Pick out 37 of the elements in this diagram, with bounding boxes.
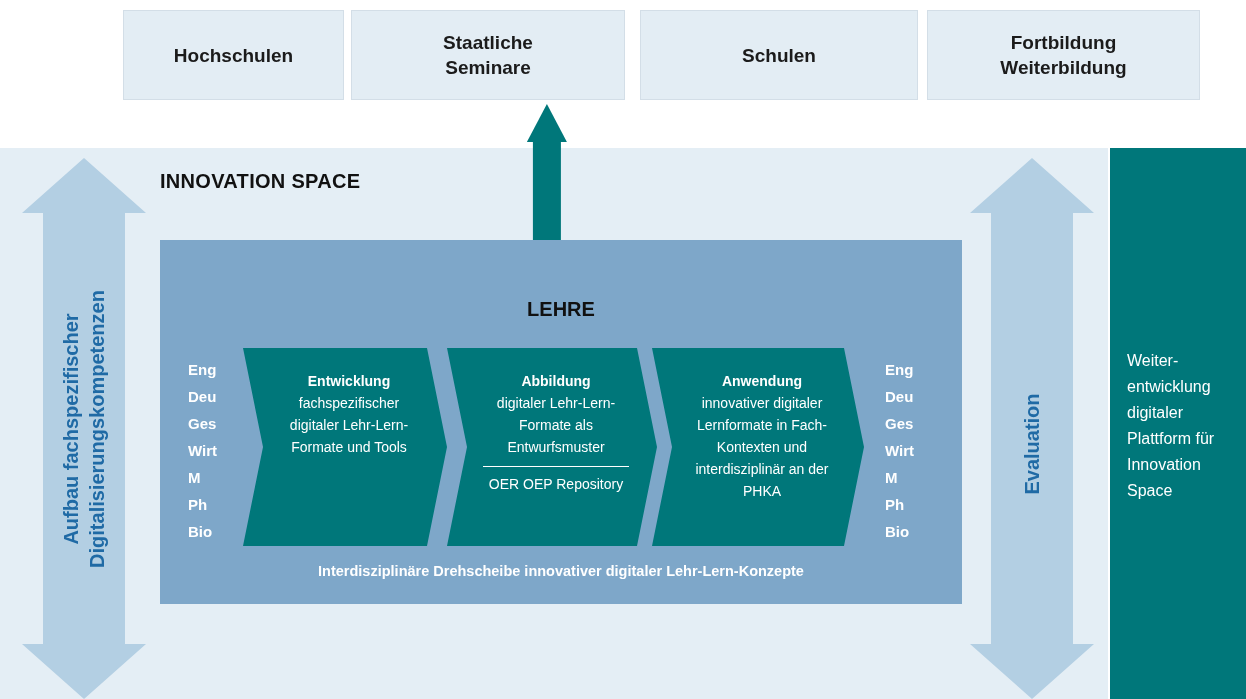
subject-label: Deu (885, 387, 915, 407)
category-box: Hochschulen (123, 10, 344, 100)
category-box: Schulen (640, 10, 918, 100)
subject-label: Ges (188, 414, 218, 434)
step-text: digitaler Lehr-Lern-Formate als Entwurfsmuster (495, 394, 617, 457)
chevron-shape (447, 348, 657, 546)
platform-panel (1110, 148, 1246, 699)
step-title: Abbildung (520, 372, 592, 391)
subject-label: Ph (188, 495, 209, 515)
step-text: OER OEP Repository (487, 475, 625, 494)
subject-label: Ph (885, 495, 906, 515)
subject-label: Ges (885, 414, 915, 434)
subject-label: M (188, 468, 202, 488)
chevron-shape (652, 348, 864, 546)
subject-label: Bio (885, 522, 911, 542)
step-text: innovativer digitaler Lernformate in Fach-Kontexten und interdisziplinär an der PHKA (694, 394, 830, 501)
category-box: Staatliche Seminare (351, 10, 625, 100)
category-box: Fortbildung Weiterbildung (927, 10, 1200, 100)
subject-label: Eng (188, 360, 218, 380)
step-title: Anwendung (720, 372, 804, 391)
panel-caption: Interdisziplinäre Drehscheibe innovativer digitaler Lehr-Lern-Konzepte (317, 563, 805, 579)
subject-label: Bio (188, 522, 214, 542)
subject-label: M (885, 468, 899, 488)
panel-text: Weiter- entwicklung digitaler Plattform für Innovation Space (1127, 351, 1216, 501)
innovation-panel (0, 148, 1108, 699)
subject-label: Deu (188, 387, 218, 407)
subject-label: Wirt (188, 441, 218, 461)
step-text: fachspezifischer digitaler Lehr-Lern-Formate und Tools (288, 394, 410, 457)
panel-title: INNOVATION SPACE (160, 170, 361, 193)
block-arrow (526, 104, 567, 240)
lehre-panel (160, 240, 962, 604)
subject-label: Wirt (885, 441, 915, 461)
panel-title: LEHRE (526, 298, 596, 321)
step-title: Entwicklung (306, 372, 392, 391)
subject-label: Eng (885, 360, 915, 380)
arrow-label: Evaluation (1020, 392, 1044, 497)
arrow-label: Aufbau fachspezifischer Digitalisierungskompetenzen (59, 289, 109, 570)
